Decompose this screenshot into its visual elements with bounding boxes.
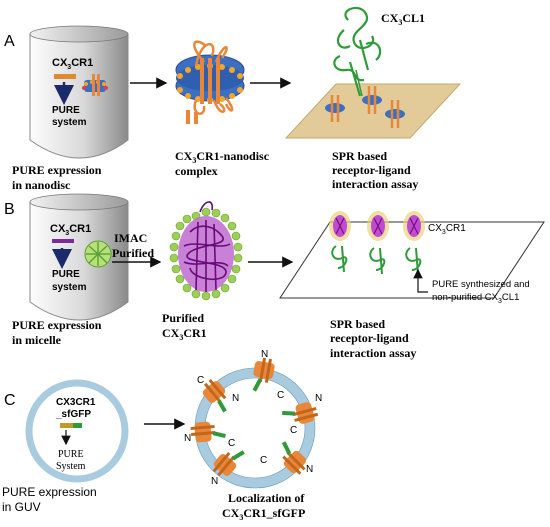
- panel-b-caption-right-2: receptor-ligand: [330, 331, 409, 345]
- panel-b-ligand-note-arrow: [413, 268, 428, 293]
- panel-b-spr-surface: [279, 221, 545, 299]
- panel-b-ligand-note-2: non-purified CX3CL1: [432, 292, 519, 305]
- terminus-n-label: N: [315, 393, 322, 404]
- terminus-c-label: C: [277, 390, 284, 401]
- panel-a-nanodisc-complex-illustration: [175, 40, 245, 124]
- panel-b-tube: CX3CR1 PURE system: [29, 193, 129, 321]
- panel-a-system-line1: PURE: [52, 105, 80, 116]
- panel-b-purified-micelle-illustration: [169, 201, 243, 301]
- panel-c-system-line2: System: [56, 461, 86, 472]
- panel-b-receptor-1: [329, 211, 351, 241]
- panel-c-gene-line1: CX3CR1: [56, 397, 96, 408]
- panel-a-caption-left-2: in nanodisc: [12, 178, 71, 192]
- panel-b-arrow-label-2: Purified: [112, 246, 154, 260]
- panel-c-receptor-3: [282, 402, 319, 424]
- terminus-n-label: N: [232, 393, 239, 404]
- panel-c-receptor-1: [202, 378, 227, 413]
- terminus-n-label: N: [184, 433, 191, 444]
- panel-c-caption-left-1: PURE expression: [2, 485, 97, 499]
- panel-c-receptor-5: [212, 450, 245, 477]
- terminus-c-label: C: [260, 455, 267, 466]
- panel-b-caption-left-1: PURE expression: [12, 318, 102, 332]
- panel-b-receptor-3: [403, 211, 425, 241]
- panel-a-gene-bar: [54, 74, 76, 79]
- panel-c-gene-line2: _sfGFP: [55, 409, 91, 420]
- panel-b-caption-left-2: in micelle: [12, 333, 62, 347]
- panel-a-caption-right-2: receptor-ligand: [332, 163, 411, 177]
- panel-b-system-line2: system: [52, 282, 87, 293]
- panel-c-terminus-labels: C N N C N C N C C N N: [184, 349, 322, 487]
- panel-a-tube: CX3CR1 PURE system: [29, 25, 129, 159]
- panel-c-caption-left-2: in GUV: [2, 500, 41, 514]
- panel-a-spr-surface: [284, 6, 462, 139]
- panel-c-caption-mid-1: Localization of: [228, 491, 305, 505]
- panel-b-letter: B: [4, 201, 15, 218]
- panel-c-caption-mid-2: CX3CR1_sfGFP: [222, 506, 305, 522]
- panel-b-micelle-mini-icon: [84, 240, 112, 268]
- panel-b-system-line1: PURE: [52, 269, 80, 280]
- panel-b-caption-right-1: SPR based: [330, 317, 385, 331]
- panel-a-letter: A: [4, 33, 15, 50]
- panel-b-immobilized-receptors: [329, 211, 425, 241]
- terminus-n-label: N: [261, 349, 268, 360]
- panel-b-gene-bar: [52, 239, 74, 243]
- panel-c-membrane-receptors: [190, 357, 319, 477]
- panel-c-guv-small: CX3CR1 _sfGFP PURE System: [25, 379, 129, 483]
- terminus-c-label: C: [290, 425, 297, 436]
- panel-b-caption-mid-2: CX3CR1: [162, 326, 207, 342]
- panel-a-caption-right-1: SPR based: [332, 149, 387, 163]
- panel-b-gene-label: CX3CR1: [50, 223, 91, 237]
- panel-b-caption-right-3: interaction assay: [330, 346, 416, 360]
- panel-a-ligand-label: CX3CL1: [381, 11, 425, 27]
- panel-a-caption-mid-2: complex: [175, 164, 218, 178]
- panel-a-gene-label: CX3CR1: [52, 57, 93, 71]
- panel-c-letter: C: [4, 392, 16, 409]
- panel-b: B CX3CR1 PURE system PURE expression in …: [4, 193, 545, 360]
- terminus-c-label: C: [197, 375, 204, 386]
- panel-b-receptor-2: [367, 211, 389, 241]
- panel-c-receptor-2: [252, 357, 275, 392]
- panel-c-system-line1: PURE: [58, 449, 84, 460]
- panel-b-ligand-note-1: PURE synthesized and: [432, 279, 530, 290]
- panel-a-nanodisc-mini-icon: [82, 74, 108, 96]
- panel-b-caption-mid-1: Purified: [162, 311, 204, 325]
- panel-c-receptor-6: [190, 421, 226, 443]
- panel-c: C CX3CR1 _sfGFP PURE System PURE express…: [2, 349, 322, 522]
- panel-a-system-line2: system: [52, 117, 87, 128]
- panel-a: A CX3CR1 PURE system PURE expression in …: [4, 6, 462, 192]
- panel-c-receptor-4: [281, 441, 307, 475]
- terminus-n-label: N: [306, 464, 313, 475]
- terminus-n-label: N: [211, 476, 218, 487]
- panel-b-receptor-label: CX3CR1: [428, 223, 466, 236]
- panel-a-ligand-structure: [333, 6, 382, 97]
- panel-a-caption-mid-1: CX3CR1-nanodisc: [175, 149, 270, 165]
- terminus-c-label: C: [228, 438, 235, 449]
- panel-a-caption-left-1: PURE expression: [12, 163, 102, 177]
- panel-a-caption-right-3: interaction assay: [332, 177, 418, 191]
- panel-b-arrow-label-1: IMAC: [114, 231, 147, 245]
